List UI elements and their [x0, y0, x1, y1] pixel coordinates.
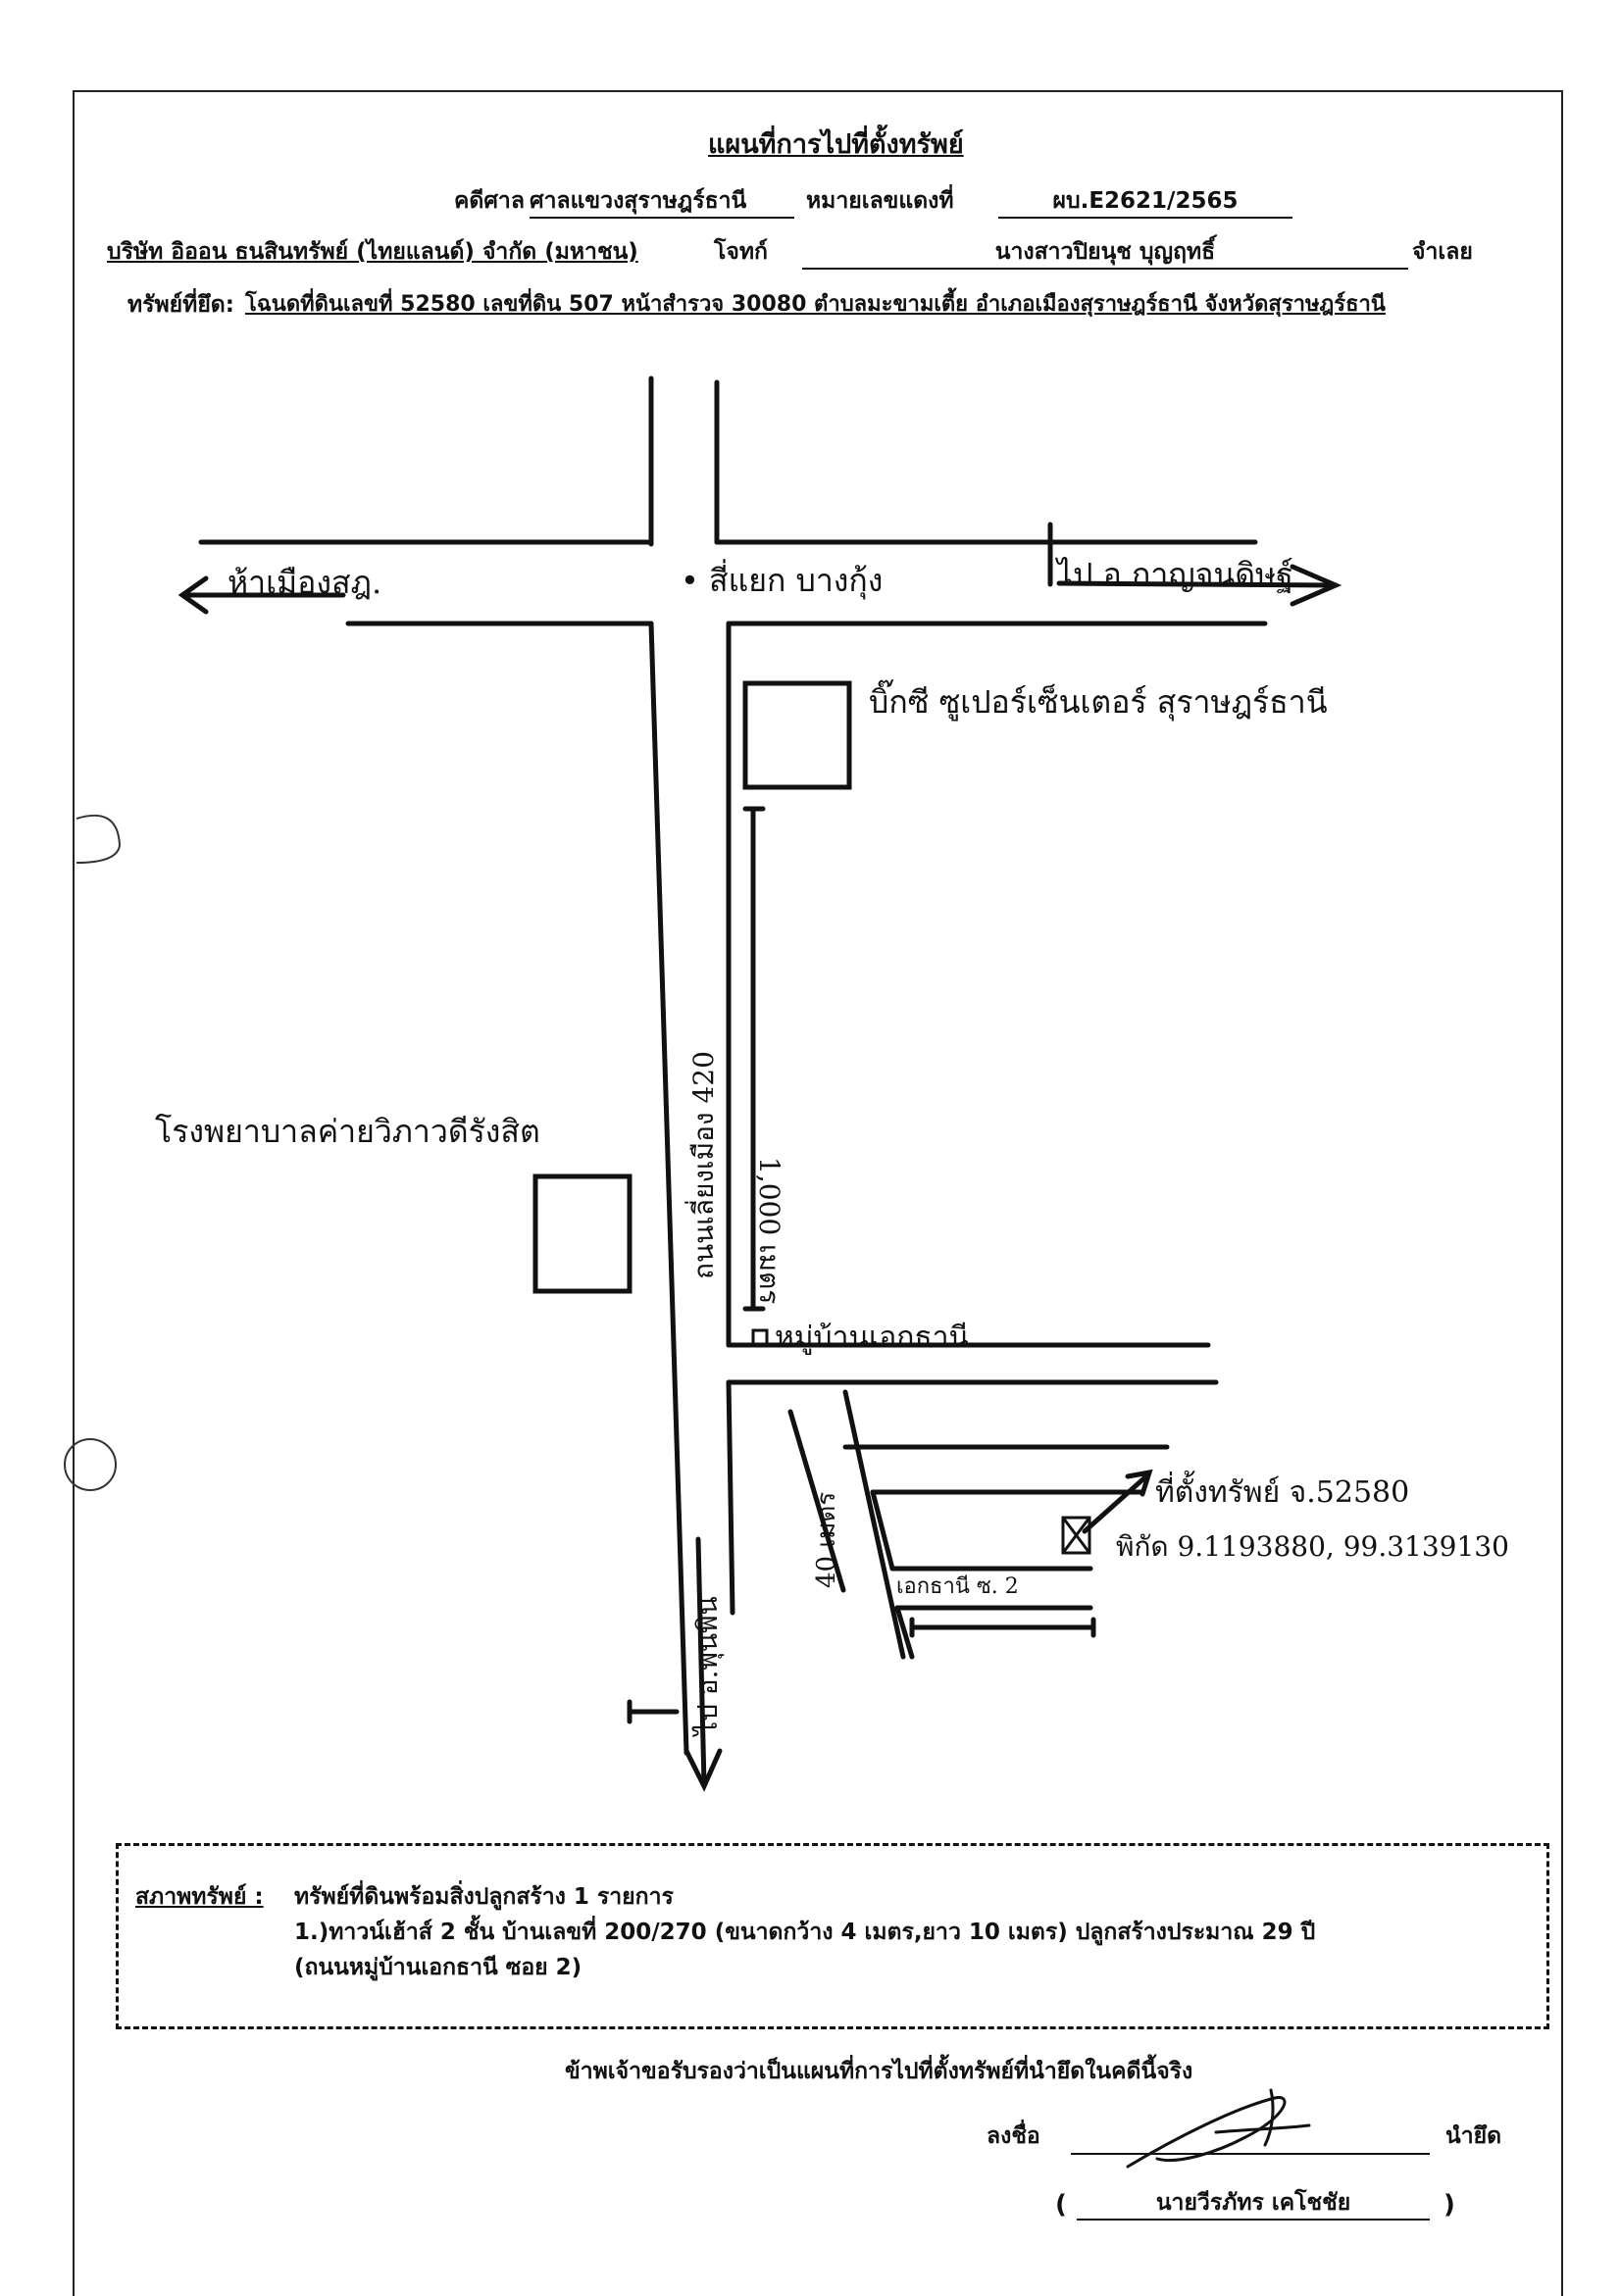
asset-label: ทรัพย์ที่ยึด:: [127, 292, 234, 318]
road-line: [842, 1389, 906, 1660]
condition-box: [116, 1843, 1549, 2029]
label-hospital: โรงพยาบาลค่ายวิภาวดีรังสิต: [155, 1113, 540, 1150]
label-coordinates: พิกัด 9.1193880, 99.3139130: [1116, 1530, 1509, 1563]
village-marker-icon: [751, 1328, 769, 1346]
label-soi: เอกธานี ซ. 2: [896, 1574, 1019, 1599]
label-distance-40m: 40 เมตร: [812, 1491, 841, 1588]
seizer-label: นำยึด: [1445, 2123, 1502, 2149]
condition-line-2: 1.)ทาวน์เฮ้าส์ 2 ชั้น บ้านเลขที่ 200/270…: [294, 1920, 1316, 1945]
distance-marker: [787, 1409, 846, 1593]
label-road-name: ถนนเลี่ยงเมือง 420: [687, 1051, 720, 1279]
punch-hole-icon: [76, 814, 122, 864]
court-value: ศาลแขวงสุราษฎร์ธานี: [530, 190, 794, 219]
case-label: คดีศาล: [454, 188, 525, 214]
label-property-location: ที่ตั้งทรัพย์ จ.52580: [1155, 1475, 1410, 1510]
plaintiff-name: บริษัท อิออน ธนสินทรัพย์ (ไทยแลนด์) จำกั…: [107, 239, 638, 265]
punch-hole-icon: [64, 1438, 117, 1491]
label-to-kanchanadit: ไป อ.กาญจนดิษฐ์: [1057, 556, 1293, 593]
road-line: [870, 1489, 895, 1572]
certification-text: ข้าพเจ้าขอรับรองว่าเป็นแผนที่การไปที่ตั้…: [565, 2059, 1193, 2084]
condition-line-1: ทรัพย์ที่ดินพร้อมสิ่งปลูกสร้าง 1 รายการ: [294, 1884, 674, 1910]
label-to-phunphin: ไป อ.พุนพิน: [691, 1596, 724, 1735]
defendant-label: จำเลย: [1412, 239, 1473, 265]
signature-line: [1071, 2153, 1430, 2155]
page-title: แผนที่การไปที่ตั้งทรัพย์: [708, 129, 964, 160]
bigc-building-icon: [742, 680, 852, 790]
property-marker-icon: [1061, 1516, 1091, 1555]
hospital-building-icon: [532, 1173, 633, 1294]
condition-line-3: (ถนนหมู่บ้านเอกธานี ซอย 2): [294, 1955, 582, 1980]
red-number-label: หมายเลขแดงที่: [806, 188, 954, 214]
defendant-name: นางสาวปิยนุช บุญฤทธิ์: [802, 241, 1408, 270]
asset-description: โฉนดที่ดินเลขที่ 52580 เลขที่ดิน 507 หน้…: [245, 292, 1386, 317]
open-paren: (: [1055, 2190, 1067, 2220]
road-line: [726, 1379, 735, 1616]
red-number-value: ผบ.E2621/2565: [998, 190, 1292, 219]
label-distance-1000m: 1,000 เมตร: [753, 1157, 785, 1305]
label-to-city: ห้าเมืองสฎ.: [228, 564, 382, 601]
arrow-right-icon: [1056, 580, 1339, 588]
label-village: หมู่บ้านเอกธานี: [775, 1321, 970, 1355]
pointer-line: [1082, 1472, 1150, 1534]
road-line: [894, 1605, 915, 1660]
page-border: [73, 90, 1563, 2296]
plaintiff-label: โจทก์: [714, 239, 768, 265]
close-paren: ): [1443, 2190, 1455, 2220]
road-line: [648, 621, 689, 1756]
signer-name: นายวีรภัทร เคโชชัย: [1077, 2192, 1430, 2221]
label-intersection: • สี่แยก บางกุ้ง: [681, 562, 884, 599]
signature-icon: [1126, 2088, 1311, 2169]
label-bigc: บิ๊กซี ซูเปอร์เซ็นเตอร์ สุราษฎร์ธานี: [869, 683, 1328, 721]
sign-label: ลงชื่อ: [987, 2123, 1040, 2149]
condition-label: สภาพทรัพย์ :: [135, 1884, 264, 1910]
arrow-down-icon: [695, 1536, 707, 1787]
